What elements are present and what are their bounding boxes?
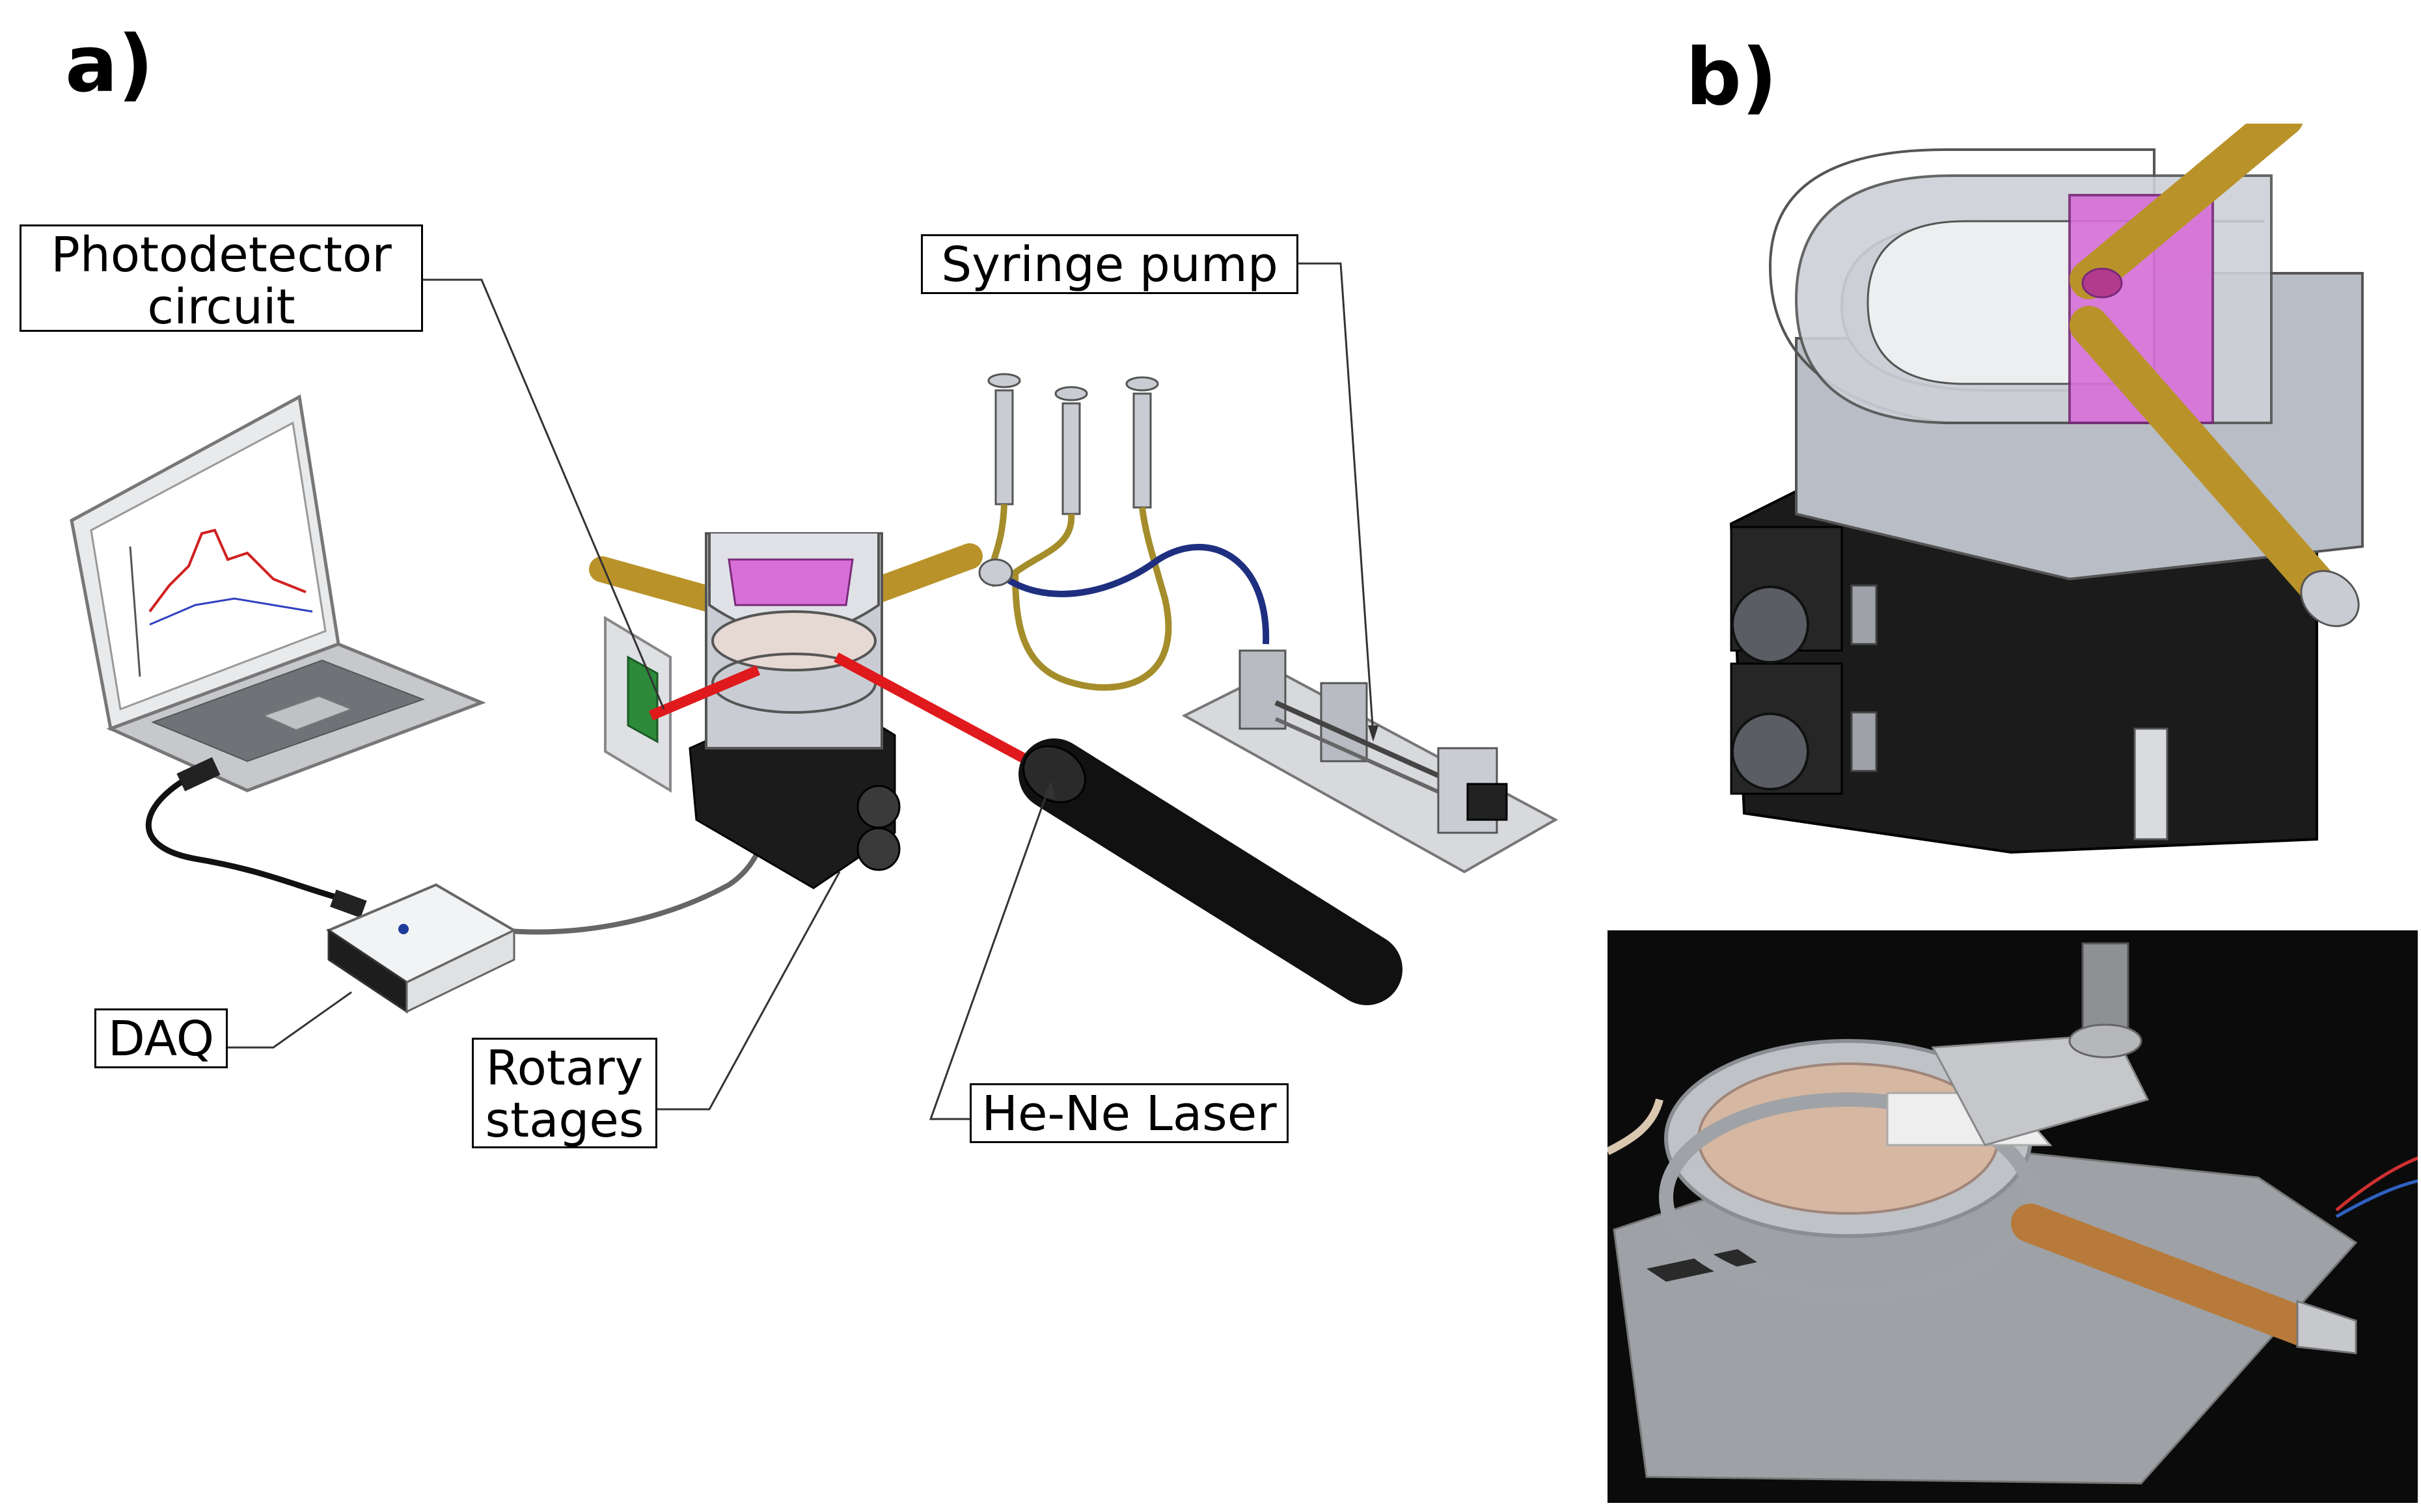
panel-a-letter: a) — [65, 20, 154, 110]
photodetector-board — [604, 615, 672, 793]
label-daq: DAQ — [94, 1008, 228, 1068]
label-rotary-line1: Rotary — [486, 1040, 644, 1096]
label-photodetector-circuit: Photodetector circuit — [20, 224, 423, 335]
label-syringe-pump: Syringe pump — [921, 234, 1298, 294]
label-he-ne-laser: He-Ne Laser — [970, 1083, 1289, 1143]
syringes — [987, 373, 1159, 515]
sample-holder — [705, 532, 883, 749]
holder-cad-render — [1729, 124, 2364, 854]
label-photodetector-line2: circuit — [147, 279, 295, 335]
label-photodetector-line1: Photodetector — [51, 227, 392, 283]
label-rotary-line2: stages — [485, 1092, 644, 1148]
holder-photo — [1607, 930, 2418, 1503]
laptop — [70, 394, 486, 792]
panel-b-letter: b) — [1686, 33, 1777, 123]
syringe-pump-device — [1181, 649, 1559, 874]
he-ne-laser-tube — [1019, 738, 1402, 1005]
daq-device — [325, 883, 517, 1014]
label-rotary-stages: Rotary stages — [472, 1038, 657, 1148]
